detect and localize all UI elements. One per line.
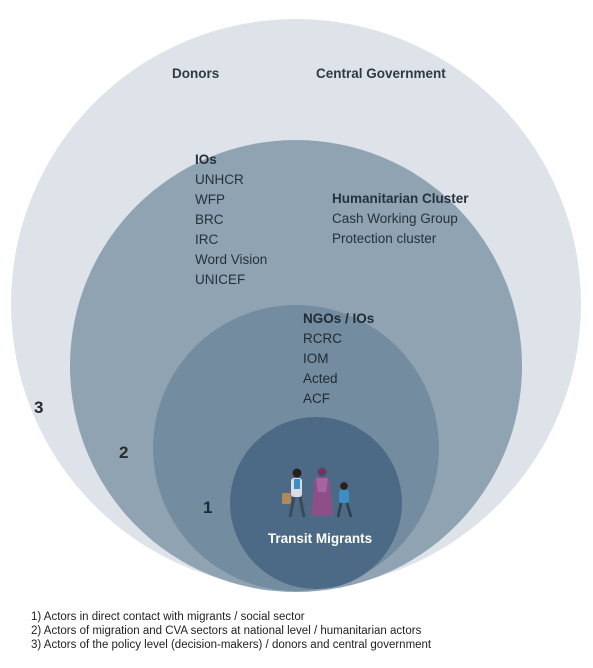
humanitarian-cluster-list: Humanitarian Cluster Cash Working Group … xyxy=(332,191,469,246)
ring-number-3: 3 xyxy=(34,398,43,417)
ngos-heading: NGOs / IOs xyxy=(303,311,374,326)
donors-label: Donors xyxy=(172,66,219,81)
legend: 1) Actors in direct contact with migrant… xyxy=(31,610,591,652)
transit-migrants-label: Transit Migrants xyxy=(268,531,372,546)
ios-item: Word Vision xyxy=(195,252,267,267)
ios-item: BRC xyxy=(195,212,224,227)
ios-item: UNHCR xyxy=(195,172,244,187)
ngos-item: ACF xyxy=(303,391,330,406)
ios-item: WFP xyxy=(195,192,225,207)
cluster-item: Protection cluster xyxy=(332,231,437,246)
ngos-item: Acted xyxy=(303,371,338,386)
ring-number-2: 2 xyxy=(119,443,128,462)
migrant-family-icon xyxy=(282,467,353,518)
legend-item-1: 1) Actors in direct contact with migrant… xyxy=(31,611,305,623)
central-government-label: Central Government xyxy=(316,66,446,81)
ios-item: UNICEF xyxy=(195,272,245,287)
ios-list: IOs UNHCR WFP BRC IRC Word Vision UNICEF xyxy=(195,152,267,287)
ring-number-1: 1 xyxy=(203,498,212,517)
ios-heading: IOs xyxy=(195,152,217,167)
ngos-list: NGOs / IOs RCRC IOM Acted ACF xyxy=(303,311,374,406)
ngos-item: RCRC xyxy=(303,331,342,346)
ios-item: IRC xyxy=(195,232,219,247)
ngos-item: IOM xyxy=(303,351,329,366)
cluster-item: Cash Working Group xyxy=(332,211,458,226)
cluster-heading: Humanitarian Cluster xyxy=(332,191,469,206)
legend-item-2: 2) Actors of migration and CVA sectors a… xyxy=(31,625,422,637)
legend-item-3: 3) Actors of the policy level (decision-… xyxy=(31,639,432,651)
